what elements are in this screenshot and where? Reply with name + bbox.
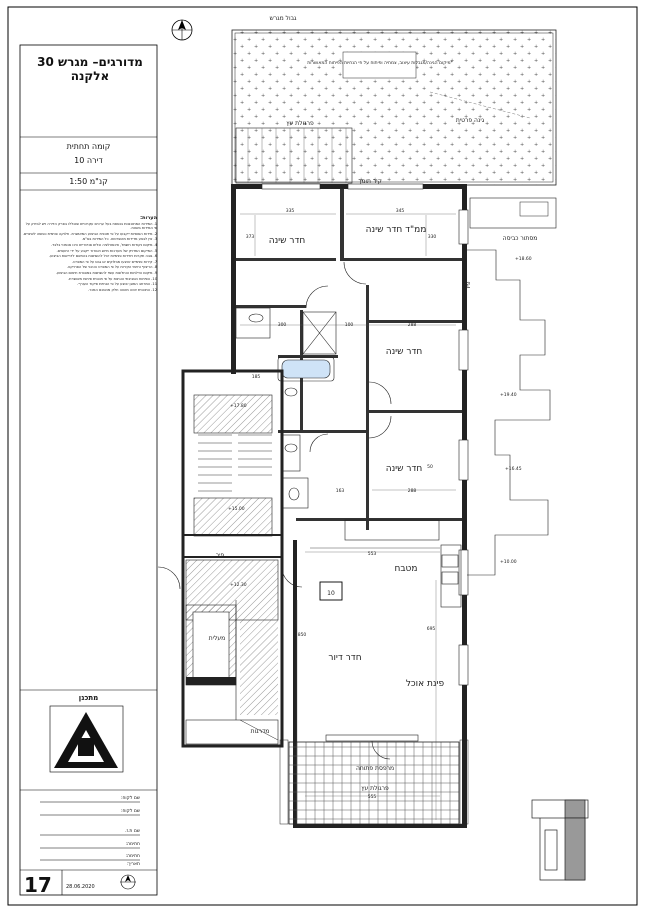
room-label-dining: פינת אוכל	[406, 679, 445, 689]
svg-text:330: 330	[428, 234, 437, 240]
note-item: 2. מידות הסופיות ייקבעו על פי תוכנית הבי…	[22, 231, 157, 236]
signature-row: תאריך:	[126, 862, 140, 867]
note-item: 10. הפיתוח הסביבתי והגינות על פי תוכנית …	[68, 276, 157, 281]
svg-text:+12.30: +12.30	[230, 582, 247, 588]
note-item: 9. מיקום הדלתות והחלונות עשוי להשתנות במ…	[55, 270, 157, 275]
key-plan	[531, 799, 589, 881]
svg-text:+19.40: +19.40	[500, 392, 517, 398]
signature-row: חתימה:	[125, 854, 140, 859]
east-balcony-outline	[467, 249, 551, 576]
elevator-label: מעלית	[209, 635, 226, 642]
svg-text:850: 850	[298, 632, 307, 638]
elevation-markers: +18.60 +19.40 +17.80 +16.45 +15.00 +10.0…	[228, 256, 532, 588]
note-item: 6. גובה תקרות ויחידות פנימיות יכול להשתנ…	[48, 254, 157, 259]
pergola-top	[235, 127, 353, 184]
svg-text:+10.00: +10.00	[500, 559, 517, 565]
project-title: מדורגים– מגרש 30 אלקנה	[20, 55, 160, 83]
svg-text:185: 185	[252, 374, 261, 380]
note-item: 1. המידות המתוכננות בנספח בעל ערכים עקרו…	[25, 221, 157, 231]
sheet-date: 28.06.2020	[66, 884, 95, 890]
note-item: 7. קירות פנימיים יבוצעו מבלוקים או גבס ע…	[71, 259, 157, 264]
svg-text:288: 288	[408, 488, 417, 494]
dimension-labels: 335 345 373 330 100 288 300 288 185 163 …	[246, 208, 437, 800]
bathroom-fixtures	[235, 307, 337, 509]
general-notes: הערות: 1. המידות המתוכננות בנספח בעל ערכ…	[22, 216, 157, 293]
designer-label: מתכנן	[78, 694, 99, 702]
note-item: 5. המיקום המדויק של מערכות מיזוג ואוורור…	[56, 248, 157, 253]
signature-row: שם ת.ז.	[125, 829, 140, 834]
project-title-line1: מדורגים– מגרש 30	[37, 55, 143, 69]
svg-text:553: 553	[368, 551, 377, 557]
svg-text:+15.00: +15.00	[228, 506, 245, 512]
svg-text:50: 50	[427, 464, 433, 470]
kitchen-counters	[310, 519, 462, 608]
svg-text:335: 335	[286, 208, 295, 214]
svg-text:300: 300	[278, 322, 287, 328]
signature-row: שם לקוח:	[120, 809, 140, 814]
note-item: 11. המרחב המוגן יבוצע על פי הנחיות פיקוד…	[77, 282, 157, 287]
bottom-balcony	[279, 734, 469, 825]
logo-text: ר.ב.	[82, 758, 92, 764]
pergola-bottom-label: פרגולת עץ	[361, 785, 389, 792]
room-tag: 10	[327, 590, 335, 597]
svg-text:373: 373	[246, 234, 255, 240]
signature-row: שם לקוח:	[120, 796, 140, 801]
project-title-line2: אלקנה	[70, 69, 110, 83]
svg-text:288: 288	[408, 322, 417, 328]
svg-text:345: 345	[396, 208, 405, 214]
north-arrow-icon	[171, 19, 193, 41]
svg-text:+18.60: +18.60	[515, 256, 532, 262]
open-balcony-label: מרפסת פתוחה	[356, 765, 394, 772]
room-label-living: חדר דיור	[328, 653, 361, 663]
svg-text:+17.80: +17.80	[230, 403, 247, 409]
door-swings	[157, 261, 392, 590]
private-garden	[231, 29, 557, 186]
note-item: 3. אין לבצע מדידות מהשרטוט. כל המידות בס…	[81, 237, 157, 242]
private-garden-label: גינה פרטית	[456, 117, 485, 124]
note-item: 12. התוכנית אינה מהווה חלק מהסכם המכר.	[87, 287, 157, 292]
windows-east	[458, 209, 469, 686]
pergola-top-label: פרגולת עץ	[286, 120, 314, 127]
svg-text:100: 100	[345, 322, 354, 328]
room-label-bedroom-b: חדר שינה	[386, 347, 423, 357]
sheet-number: 17	[24, 873, 52, 897]
signature-row: חתימה:	[125, 842, 140, 847]
room-label-kitchen: מטבח	[394, 564, 417, 574]
garden-note: *מיקום הגינה/מגבלות עיצוב, צמחיה ופיתוח …	[307, 60, 453, 66]
stair-core	[181, 369, 284, 748]
shaft-label-east: פיר	[465, 281, 472, 290]
room-label-mamad: ממ"ד חדר שינה	[366, 225, 427, 235]
designer-logo	[49, 705, 124, 773]
north-arrow-small-icon	[120, 874, 136, 890]
retaining-wall-label: קיר תומך	[358, 178, 382, 185]
svg-text:163: 163	[336, 488, 345, 494]
notes-heading: הערות:	[140, 215, 157, 221]
svg-text:555: 555	[368, 794, 377, 800]
plot-boundary-label: גבול מגרש	[269, 15, 297, 22]
unit-label: דירה 10	[74, 156, 103, 165]
stairs-label: מדרגות	[251, 728, 270, 735]
signature-lines	[40, 801, 140, 861]
note-item: 8. הריצוף וחיפוי הקירות על פי המפרט הטכנ…	[66, 265, 157, 270]
dimension-lines	[240, 213, 456, 820]
floor-label: קומה תחתית	[66, 142, 111, 151]
laundry-balcony-label: מסתור כביסה	[503, 235, 538, 242]
note-item: 4. מיקום נקודות חשמל, אינסטלציה וכלים סנ…	[50, 242, 157, 247]
scale-label: קנ"מ 1:50	[69, 177, 108, 186]
room-tag-box	[319, 581, 343, 601]
room-label-bedroom-c: חדר שינה	[386, 464, 423, 474]
svg-text:695: 695	[427, 626, 436, 632]
room-label-bedroom-a: חדר שינה	[269, 236, 306, 246]
svg-text:+16.45: +16.45	[505, 466, 522, 472]
shaft-label: פיר	[216, 552, 225, 559]
